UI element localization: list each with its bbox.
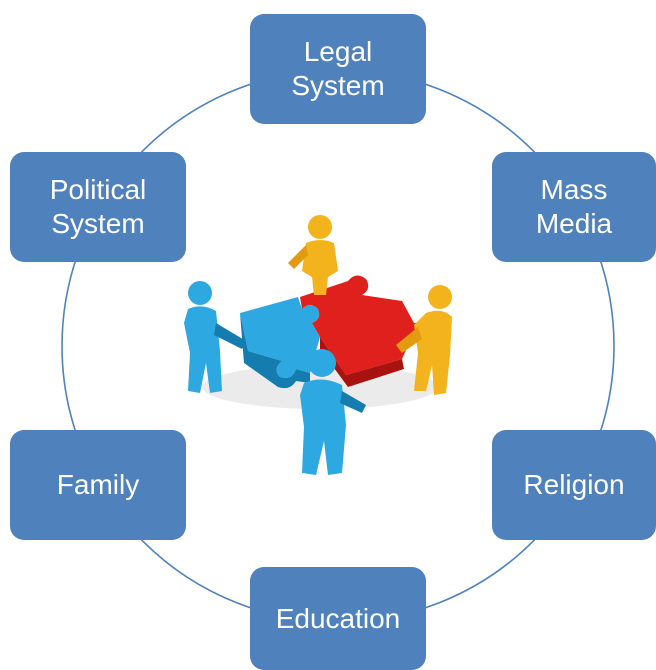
node-education: Education bbox=[250, 567, 426, 670]
node-political-system: Political System bbox=[10, 152, 186, 262]
people-assembling-puzzle-icon bbox=[184, 215, 452, 475]
yellow-figure-back bbox=[288, 215, 338, 295]
blue-figure-front bbox=[300, 349, 366, 475]
node-family: Family bbox=[10, 430, 186, 540]
blue-figure-left bbox=[184, 281, 246, 393]
yellow-figure-right bbox=[396, 285, 452, 395]
node-mass-media: Mass Media bbox=[492, 152, 656, 262]
node-religion: Religion bbox=[492, 430, 656, 540]
node-legal-system: Legal System bbox=[250, 14, 426, 124]
